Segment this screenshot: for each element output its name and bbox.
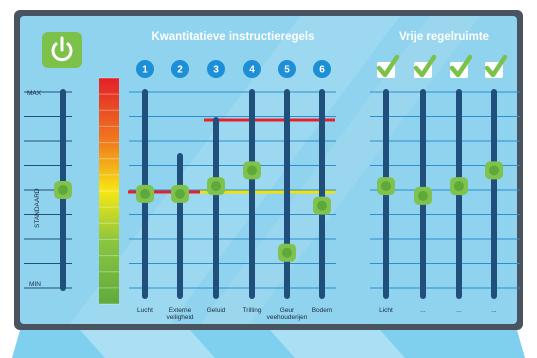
slider-knob-center [454, 181, 464, 192]
slider-knob[interactable] [171, 184, 189, 203]
rule-number: 5 [284, 65, 290, 76]
slider-knob[interactable] [414, 186, 432, 205]
rule-number-badge: 1 [136, 60, 154, 78]
rule-label: Geur [280, 307, 295, 314]
rule-number: 4 [249, 65, 255, 76]
rule-slider-6[interactable] [313, 89, 331, 299]
slider-knob[interactable] [136, 184, 154, 203]
rule-slider-4[interactable] [243, 89, 261, 299]
free-rule-checkbox[interactable] [484, 54, 508, 78]
rule-slider-5[interactable] [278, 89, 296, 299]
free-slider-1[interactable] [377, 89, 395, 299]
rule-number: 1 [142, 65, 148, 76]
slider-knob[interactable] [278, 243, 296, 262]
slider-knob[interactable] [313, 196, 331, 215]
rule-label-line2: veiligheid [166, 314, 193, 321]
slider-knob[interactable] [243, 161, 261, 180]
slider-knob-center [418, 190, 428, 201]
scale-max-label: MAX [27, 90, 42, 97]
slider-knob-center [282, 247, 292, 258]
rule-slider-1[interactable] [136, 89, 154, 299]
power-button[interactable] [42, 32, 82, 68]
slider-knob-center [317, 200, 327, 211]
rule-slider-3[interactable] [207, 117, 225, 299]
quantitative-rules-title: Kwantitatieve instructieregels [152, 31, 315, 43]
quantitative-grid [129, 91, 336, 289]
rule-number: 3 [213, 65, 219, 76]
rule-label: Trilling [243, 307, 262, 314]
slider-knob[interactable] [207, 177, 225, 196]
rule-number-badge: 3 [207, 60, 225, 78]
checkbox-check-icon [376, 54, 400, 78]
slider-knob-center [175, 188, 185, 199]
rule-label: Geluid [207, 307, 226, 314]
slider-knob[interactable] [377, 177, 395, 196]
panel-highlight [70, 16, 400, 324]
rule-label: Bodem [312, 307, 333, 314]
free-slider-4[interactable] [485, 89, 503, 299]
scale-standard-label: STANDAARD [34, 188, 41, 228]
base-stripe [270, 330, 405, 358]
panel-highlight [200, 16, 480, 324]
free-rule-checkbox[interactable] [449, 54, 473, 78]
slider-knob-center [247, 165, 257, 176]
rule-number: 6 [319, 65, 325, 76]
rule-label: Lucht [137, 307, 153, 314]
scale-min-label: MIN [29, 281, 41, 288]
rule-label: Externe [169, 307, 192, 314]
free-slider-label: ... [491, 307, 497, 314]
free-slider-label: ... [420, 307, 426, 314]
free-slider-label: Licht [379, 307, 393, 314]
slider-knob[interactable] [485, 161, 503, 180]
checkbox-check-icon [484, 54, 508, 78]
free-rule-checkbox[interactable] [413, 54, 437, 78]
base-shadow [12, 330, 525, 358]
free-slider-2[interactable] [414, 89, 432, 299]
checkbox-check-icon [413, 54, 437, 78]
slider-knob-center [211, 181, 221, 192]
slider-knob-center [140, 188, 150, 199]
rule-number: 2 [177, 65, 183, 76]
color-scale-bar [99, 78, 119, 304]
badge-circle [278, 60, 296, 78]
rule-number-badge: 5 [278, 60, 296, 78]
badge-circle [243, 60, 261, 78]
rule-number-badge: 2 [171, 60, 189, 78]
badge-circle [207, 60, 225, 78]
base-stripe [80, 330, 215, 358]
color-scale-ticks [99, 77, 119, 305]
power-icon [51, 36, 73, 62]
badge-circle [171, 60, 189, 78]
rule-number-badge: 4 [243, 60, 261, 78]
free-slider-3[interactable] [450, 89, 468, 299]
rule-label-line2: veehouderijen [267, 314, 308, 321]
free-rules-title: Vrije regelruimte [399, 31, 489, 43]
badge-circle [313, 60, 331, 78]
slider-knob-center [489, 165, 499, 176]
slider-knob-center [381, 181, 391, 192]
slider-knob[interactable] [450, 177, 468, 196]
master-slider-knob[interactable] [54, 181, 72, 199]
checkbox-check-icon [449, 54, 473, 78]
rule-slider-2[interactable] [171, 153, 189, 299]
rule-number-badge: 6 [313, 60, 331, 78]
free-rule-checkbox[interactable] [376, 54, 400, 78]
free-slider-label: ... [456, 307, 462, 314]
badge-circle [136, 60, 154, 78]
